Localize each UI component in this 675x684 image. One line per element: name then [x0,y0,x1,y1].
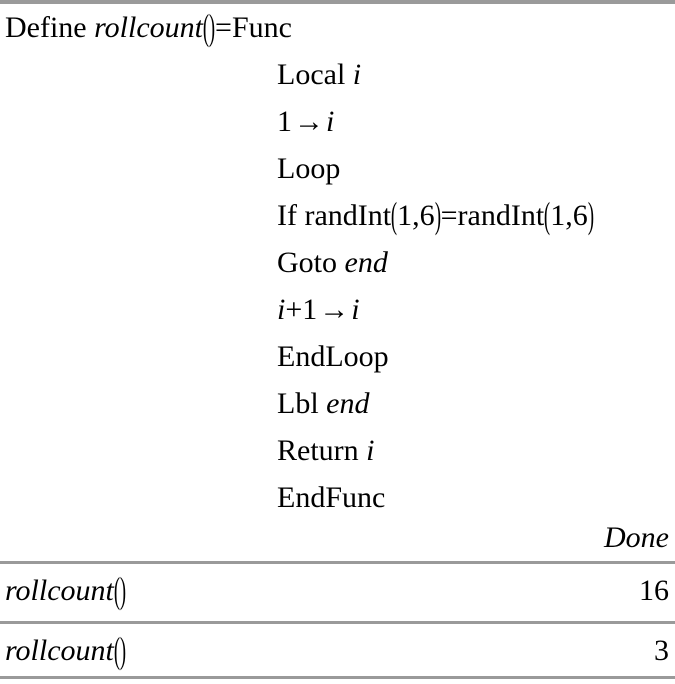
define-keyword: Define [5,11,87,44]
goto-label-name: end [344,246,388,279]
lbl-label-name: end [326,387,370,420]
code-line-loop[interactable]: Loop [0,145,675,192]
increment-literal: 1 [302,293,318,326]
randint-args-1: 1,6 [397,199,435,232]
result-expression-1: rollcount() [5,564,126,621]
code-line-assign-one[interactable]: 1→i [0,98,675,145]
close-paren-icon: ) [434,194,441,237]
goto-keyword: Goto [277,246,337,279]
code-line-if-randint[interactable]: If randInt(1,6)=randInt(1,6) [0,192,675,239]
endloop-keyword: EndLoop [277,340,389,373]
if-keyword: If [277,199,297,232]
result-expression-2: rollcount() [5,624,126,681]
equals-sign: = [215,11,232,44]
increment-source-variable: i [277,293,286,326]
result-separator-3 [0,676,675,679]
code-line-define[interactable]: Define rollcount()=Func [0,4,675,51]
open-paren-icon: ( [113,569,120,612]
close-paren-icon: ) [119,569,126,612]
plus-sign: + [285,293,303,326]
code-line-increment[interactable]: i+1→i [0,286,675,333]
assign-target-variable: i [326,105,335,138]
result-value-1: 16 [639,574,669,607]
open-paren-icon: ( [202,6,210,49]
comparison-equals: = [440,199,458,232]
code-line-goto[interactable]: Goto end [0,239,675,286]
return-variable: i [366,434,375,467]
randint-call-2: randInt [457,199,545,232]
result-value-2: 3 [654,634,669,667]
store-arrow-icon: → [294,105,324,138]
result-separator-1 [0,561,675,564]
code-line-return[interactable]: Return i [0,427,675,474]
top-separator-rule [0,0,675,4]
open-paren-icon: ( [544,194,551,237]
local-variable: i [352,58,362,91]
close-paren-icon: ) [119,629,126,672]
loop-keyword: Loop [277,152,341,185]
define-result-done: Done [604,521,669,554]
func-keyword: Func [231,11,292,44]
store-arrow-icon: → [319,293,350,326]
randint-args-2: 1,6 [550,199,588,232]
code-line-local[interactable]: Local i [0,51,675,98]
open-paren-icon: ( [391,194,398,237]
result-separator-2 [0,621,675,624]
lbl-keyword: Lbl [277,387,319,420]
result-row-1[interactable]: rollcount() 16 [0,564,675,621]
close-paren-icon: ) [208,6,216,49]
increment-target-variable: i [351,293,360,326]
literal-one: 1 [277,105,292,138]
code-line-endloop[interactable]: EndLoop [0,333,675,380]
code-line-endfunc[interactable]: EndFunc [0,474,675,521]
result-row-2[interactable]: rollcount() 3 [0,624,675,681]
return-keyword: Return [277,434,359,467]
local-keyword: Local [277,58,346,91]
endfunc-keyword: EndFunc [277,481,386,514]
function-name: rollcount [94,11,204,44]
result-function-name: rollcount [5,634,114,667]
result-function-name: rollcount [5,574,114,607]
close-paren-icon: ) [587,194,594,237]
open-paren-icon: ( [113,629,120,672]
randint-call-1: randInt [304,199,392,232]
code-line-lbl[interactable]: Lbl end [0,380,675,427]
program-definition-block[interactable]: Define rollcount()=Func Local i 1→i Loop… [0,4,675,521]
